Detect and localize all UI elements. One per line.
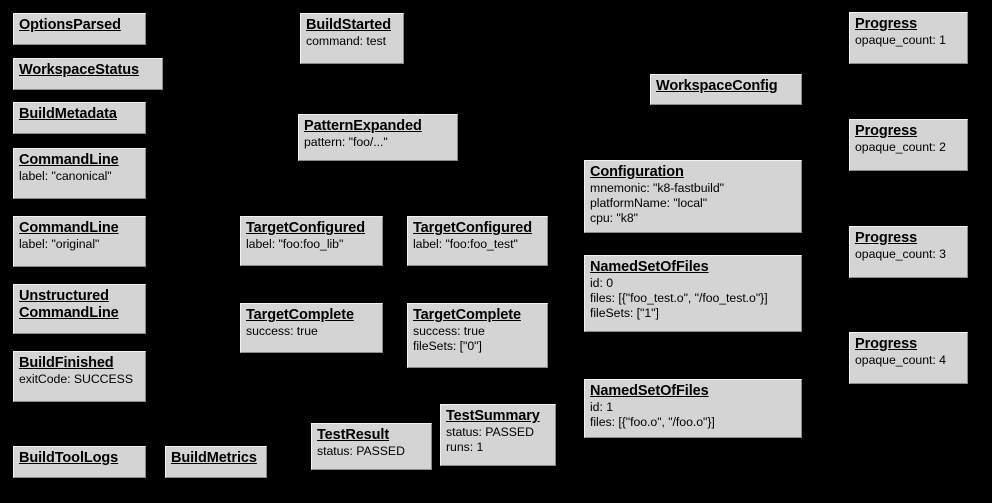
node-title: TargetConfigured [246, 220, 365, 236]
node-title: NamedSetOfFiles [590, 383, 709, 399]
node-fields: opaque_count: 4 [855, 353, 946, 367]
node-title: Configuration [590, 164, 684, 180]
node-options-parsed[interactable]: OptionsParsed [13, 13, 146, 45]
node-unstructured-command-line[interactable]: Unstructured CommandLine [13, 284, 146, 334]
node-build-tool-logs[interactable]: BuildToolLogs [13, 446, 146, 478]
node-workspace-config[interactable]: WorkspaceConfig [650, 74, 802, 105]
node-fields: mnemonic: "k8-fastbuild" platformName: "… [590, 181, 724, 225]
node-title: TargetConfigured [413, 220, 532, 236]
node-fields: opaque_count: 1 [855, 33, 946, 47]
node-fields: status: PASSED [317, 444, 405, 458]
node-title: NamedSetOfFiles [590, 259, 709, 275]
node-fields: label: "foo:foo_lib" [246, 237, 344, 251]
node-fields: success: true fileSets: ["0"] [413, 324, 485, 353]
node-title: WorkspaceStatus [19, 62, 139, 78]
node-title: TestResult [317, 427, 390, 443]
node-fields: exitCode: SUCCESS [19, 372, 133, 386]
node-title: CommandLine [19, 152, 119, 168]
node-title: BuildStarted [306, 17, 392, 33]
node-workspace-status[interactable]: WorkspaceStatus [13, 58, 163, 90]
node-title: Progress [855, 336, 918, 352]
node-title: TargetComplete [246, 307, 354, 323]
node-title: OptionsParsed [19, 17, 121, 33]
node-fields: label: "original" [19, 237, 100, 251]
node-fields: opaque_count: 3 [855, 247, 946, 261]
node-title: PatternExpanded [304, 118, 422, 134]
node-fields: pattern: "foo/..." [304, 135, 388, 149]
node-title: CommandLine [19, 220, 119, 236]
node-title: TestSummary [446, 408, 540, 424]
node-fields: id: 1 files: [{"foo.o", "/foo.o"}] [590, 400, 715, 429]
node-fields: success: true [246, 324, 318, 338]
node-title: TargetComplete [413, 307, 521, 323]
node-fields: command: test [306, 34, 386, 48]
node-fields: label: "foo:foo_test" [413, 237, 518, 251]
node-title: Progress [855, 230, 918, 246]
node-title: Progress [855, 16, 918, 32]
node-build-metadata[interactable]: BuildMetadata [13, 102, 146, 134]
node-title: BuildMetrics [171, 450, 257, 466]
node-title: BuildToolLogs [19, 450, 119, 466]
node-fields: status: PASSED runs: 1 [446, 425, 534, 454]
node-title: BuildMetadata [19, 106, 117, 122]
node-title: BuildFinished [19, 355, 114, 371]
node-build-metrics[interactable]: BuildMetrics [165, 446, 267, 478]
node-title: Unstructured CommandLine [19, 288, 119, 321]
node-fields: opaque_count: 2 [855, 140, 946, 154]
node-title: Progress [855, 123, 918, 139]
node-title: WorkspaceConfig [656, 78, 778, 94]
node-fields: label: "canonical" [19, 169, 112, 183]
node-fields: id: 0 files: [{"foo_test.o", "/foo_test.… [590, 276, 768, 320]
